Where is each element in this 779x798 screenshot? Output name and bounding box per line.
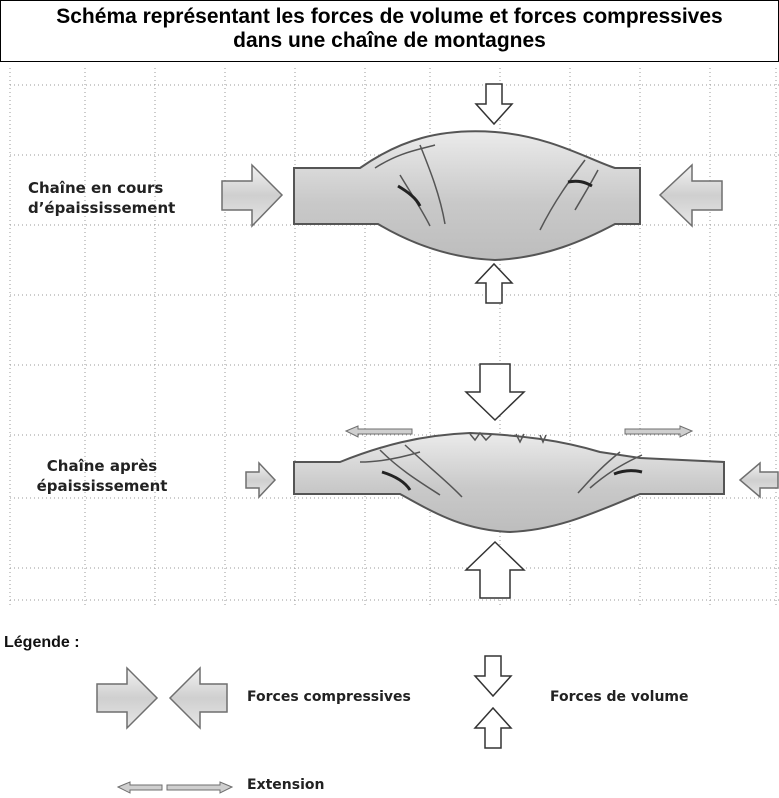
title-line-1: Schéma représentant les forces de volume…	[56, 5, 723, 28]
title-box: Schéma représentant les forces de volume…	[0, 0, 779, 62]
upper-left-compressive-arrow	[221, 163, 284, 228]
lower-left-extension-arrow	[344, 425, 413, 438]
lower-right-extension-arrow	[624, 425, 694, 438]
legend-compressive-arrow-right	[96, 666, 159, 730]
lower-stage-label: Chaîne après épaississement	[22, 456, 182, 496]
legend-volume-label: Forces de volume	[550, 689, 689, 705]
lower-left-compressive-arrow	[245, 461, 277, 499]
legend-title: Légende :	[4, 634, 80, 651]
upper-top-volume-arrow	[474, 83, 514, 126]
title-line-2: dans une chaîne de montagnes	[233, 29, 546, 52]
lower-bottom-volume-arrow	[464, 540, 526, 599]
legend-compressive-arrow-left	[168, 666, 228, 730]
upper-bottom-volume-arrow	[474, 262, 514, 304]
lower-mountain-block	[293, 431, 725, 534]
legend-extension-label: Extension	[247, 777, 325, 793]
lower-top-volume-arrow	[464, 363, 526, 422]
lower-right-compressive-arrow	[738, 461, 779, 499]
grid	[9, 68, 779, 605]
upper-right-compressive-arrow	[658, 163, 723, 228]
legend-compressive-label: Forces compressives	[247, 689, 411, 705]
upper-mountain-block	[293, 130, 641, 262]
lower-stage-label-line-2: épaississement	[36, 477, 168, 495]
upper-stage-label: Chaîne en cours d’épaississement	[28, 178, 175, 218]
legend-volume-arrow-up	[473, 706, 513, 749]
upper-stage-label-line-2: d’épaississement	[28, 199, 176, 217]
lower-stage-label-line-1: Chaîne après	[46, 457, 158, 475]
legend-extension-arrow-left	[116, 781, 163, 794]
legend-extension-arrow-right	[166, 781, 234, 794]
upper-stage-label-line-1: Chaîne en cours	[28, 179, 164, 197]
legend-volume-arrow-down	[473, 655, 513, 698]
